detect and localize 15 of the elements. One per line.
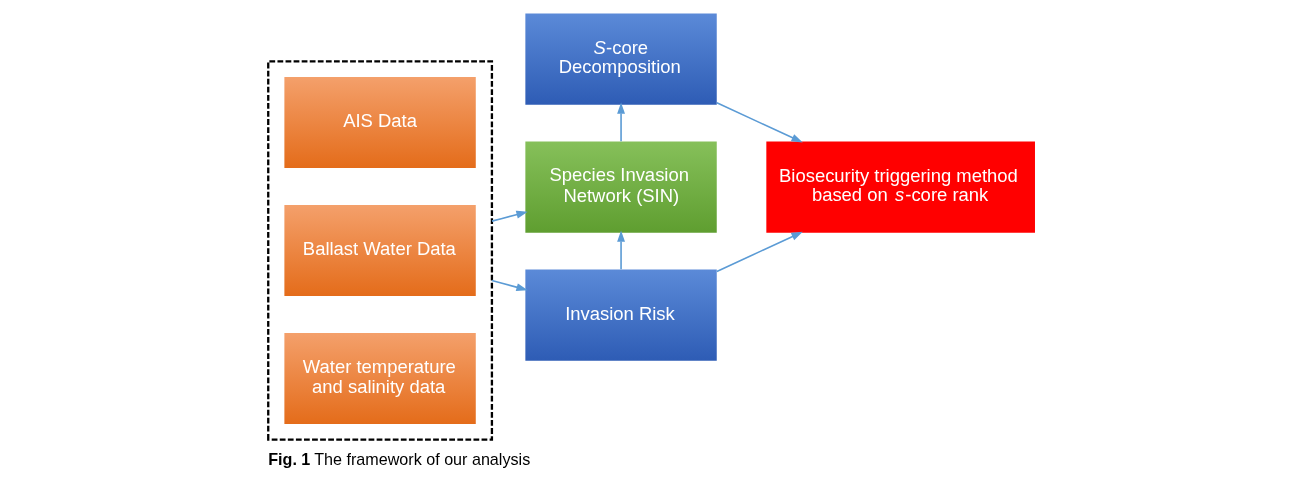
arrow <box>617 102 625 142</box>
arrow <box>716 231 803 272</box>
node-box: Species Invasion Network (SIN) <box>525 141 717 233</box>
caption: Fig. 1 The framework of our analysis <box>268 449 531 468</box>
arrow <box>716 101 803 142</box>
node-box: Ballast Water Data <box>284 204 476 296</box>
node-box: Invasion Risk <box>525 269 717 361</box>
cluster <box>267 59 494 441</box>
node-box: Water temperature and salinity data <box>284 332 476 424</box>
node-box: S-core Decomposition <box>525 13 717 105</box>
node-box: Biosecurity triggering method based on s-core rank <box>766 141 1035 233</box>
node-box: AIS Data <box>284 76 476 168</box>
arrow <box>491 210 528 222</box>
arrow <box>491 279 528 291</box>
arrow <box>617 230 625 270</box>
